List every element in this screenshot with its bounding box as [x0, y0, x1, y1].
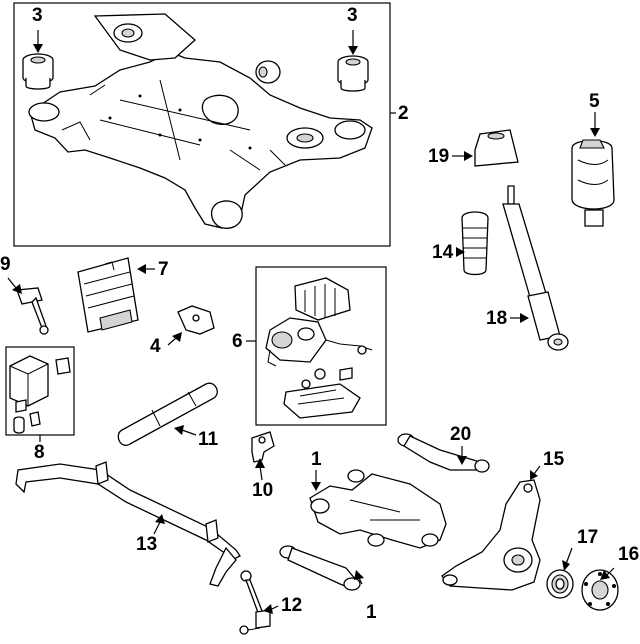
shock-upper-mount [474, 129, 519, 167]
rear-subframe [28, 13, 373, 229]
air-compressor-cover [294, 277, 351, 321]
sensor-bracket [177, 305, 215, 335]
upper-control-arm [397, 433, 490, 473]
stabilizer-link [239, 570, 271, 635]
trailing-arm [279, 545, 361, 591]
air-reservoir-tube [117, 382, 218, 446]
callout-15: 15 [543, 449, 565, 470]
compressor-mount-bracket [283, 368, 361, 419]
callout-7: 7 [158, 259, 169, 280]
callout-1-lower: 1 [366, 602, 377, 623]
callout-1-upper: 1 [311, 449, 322, 470]
height-sensor [16, 287, 49, 335]
air-compressor [265, 317, 373, 381]
callout-5: 5 [589, 91, 600, 112]
subframe-bushing-left [22, 53, 54, 90]
callout-14: 14 [432, 242, 454, 263]
callout-20: 20 [450, 424, 472, 445]
wheel-hub [581, 569, 619, 611]
solenoid-valve [251, 431, 275, 463]
lower-control-arm [309, 469, 447, 549]
callout-16: 16 [618, 544, 640, 565]
wheel-bearing [546, 569, 574, 599]
subframe-bushing-right [337, 55, 369, 92]
callout-17: 17 [577, 527, 599, 548]
leader-lines [7, 30, 615, 614]
callout-19: 19 [428, 146, 450, 167]
callout-4: 4 [150, 336, 161, 357]
shock-absorber [502, 185, 569, 351]
callout-11: 11 [198, 429, 219, 450]
dust-boot [461, 211, 489, 276]
callout-2: 2 [398, 103, 409, 124]
callout-6: 6 [232, 331, 243, 352]
subframe-mount-bushing [255, 60, 281, 84]
subframe-group-box [13, 2, 391, 247]
air-spring [571, 139, 615, 227]
air-compressor-group-box [255, 266, 387, 426]
callout-12: 12 [281, 595, 303, 616]
callout-3-left: 3 [32, 5, 43, 26]
rear-knuckle [441, 479, 541, 591]
stabilizer-bar [15, 461, 241, 587]
callout-13: 13 [136, 534, 158, 555]
callout-8: 8 [34, 442, 45, 463]
callout-18: 18 [486, 308, 508, 329]
callout-10: 10 [252, 480, 274, 501]
valve-block [9, 355, 71, 434]
callout-9: 9 [0, 254, 11, 275]
callout-3-right: 3 [347, 5, 358, 26]
control-module [77, 257, 139, 333]
